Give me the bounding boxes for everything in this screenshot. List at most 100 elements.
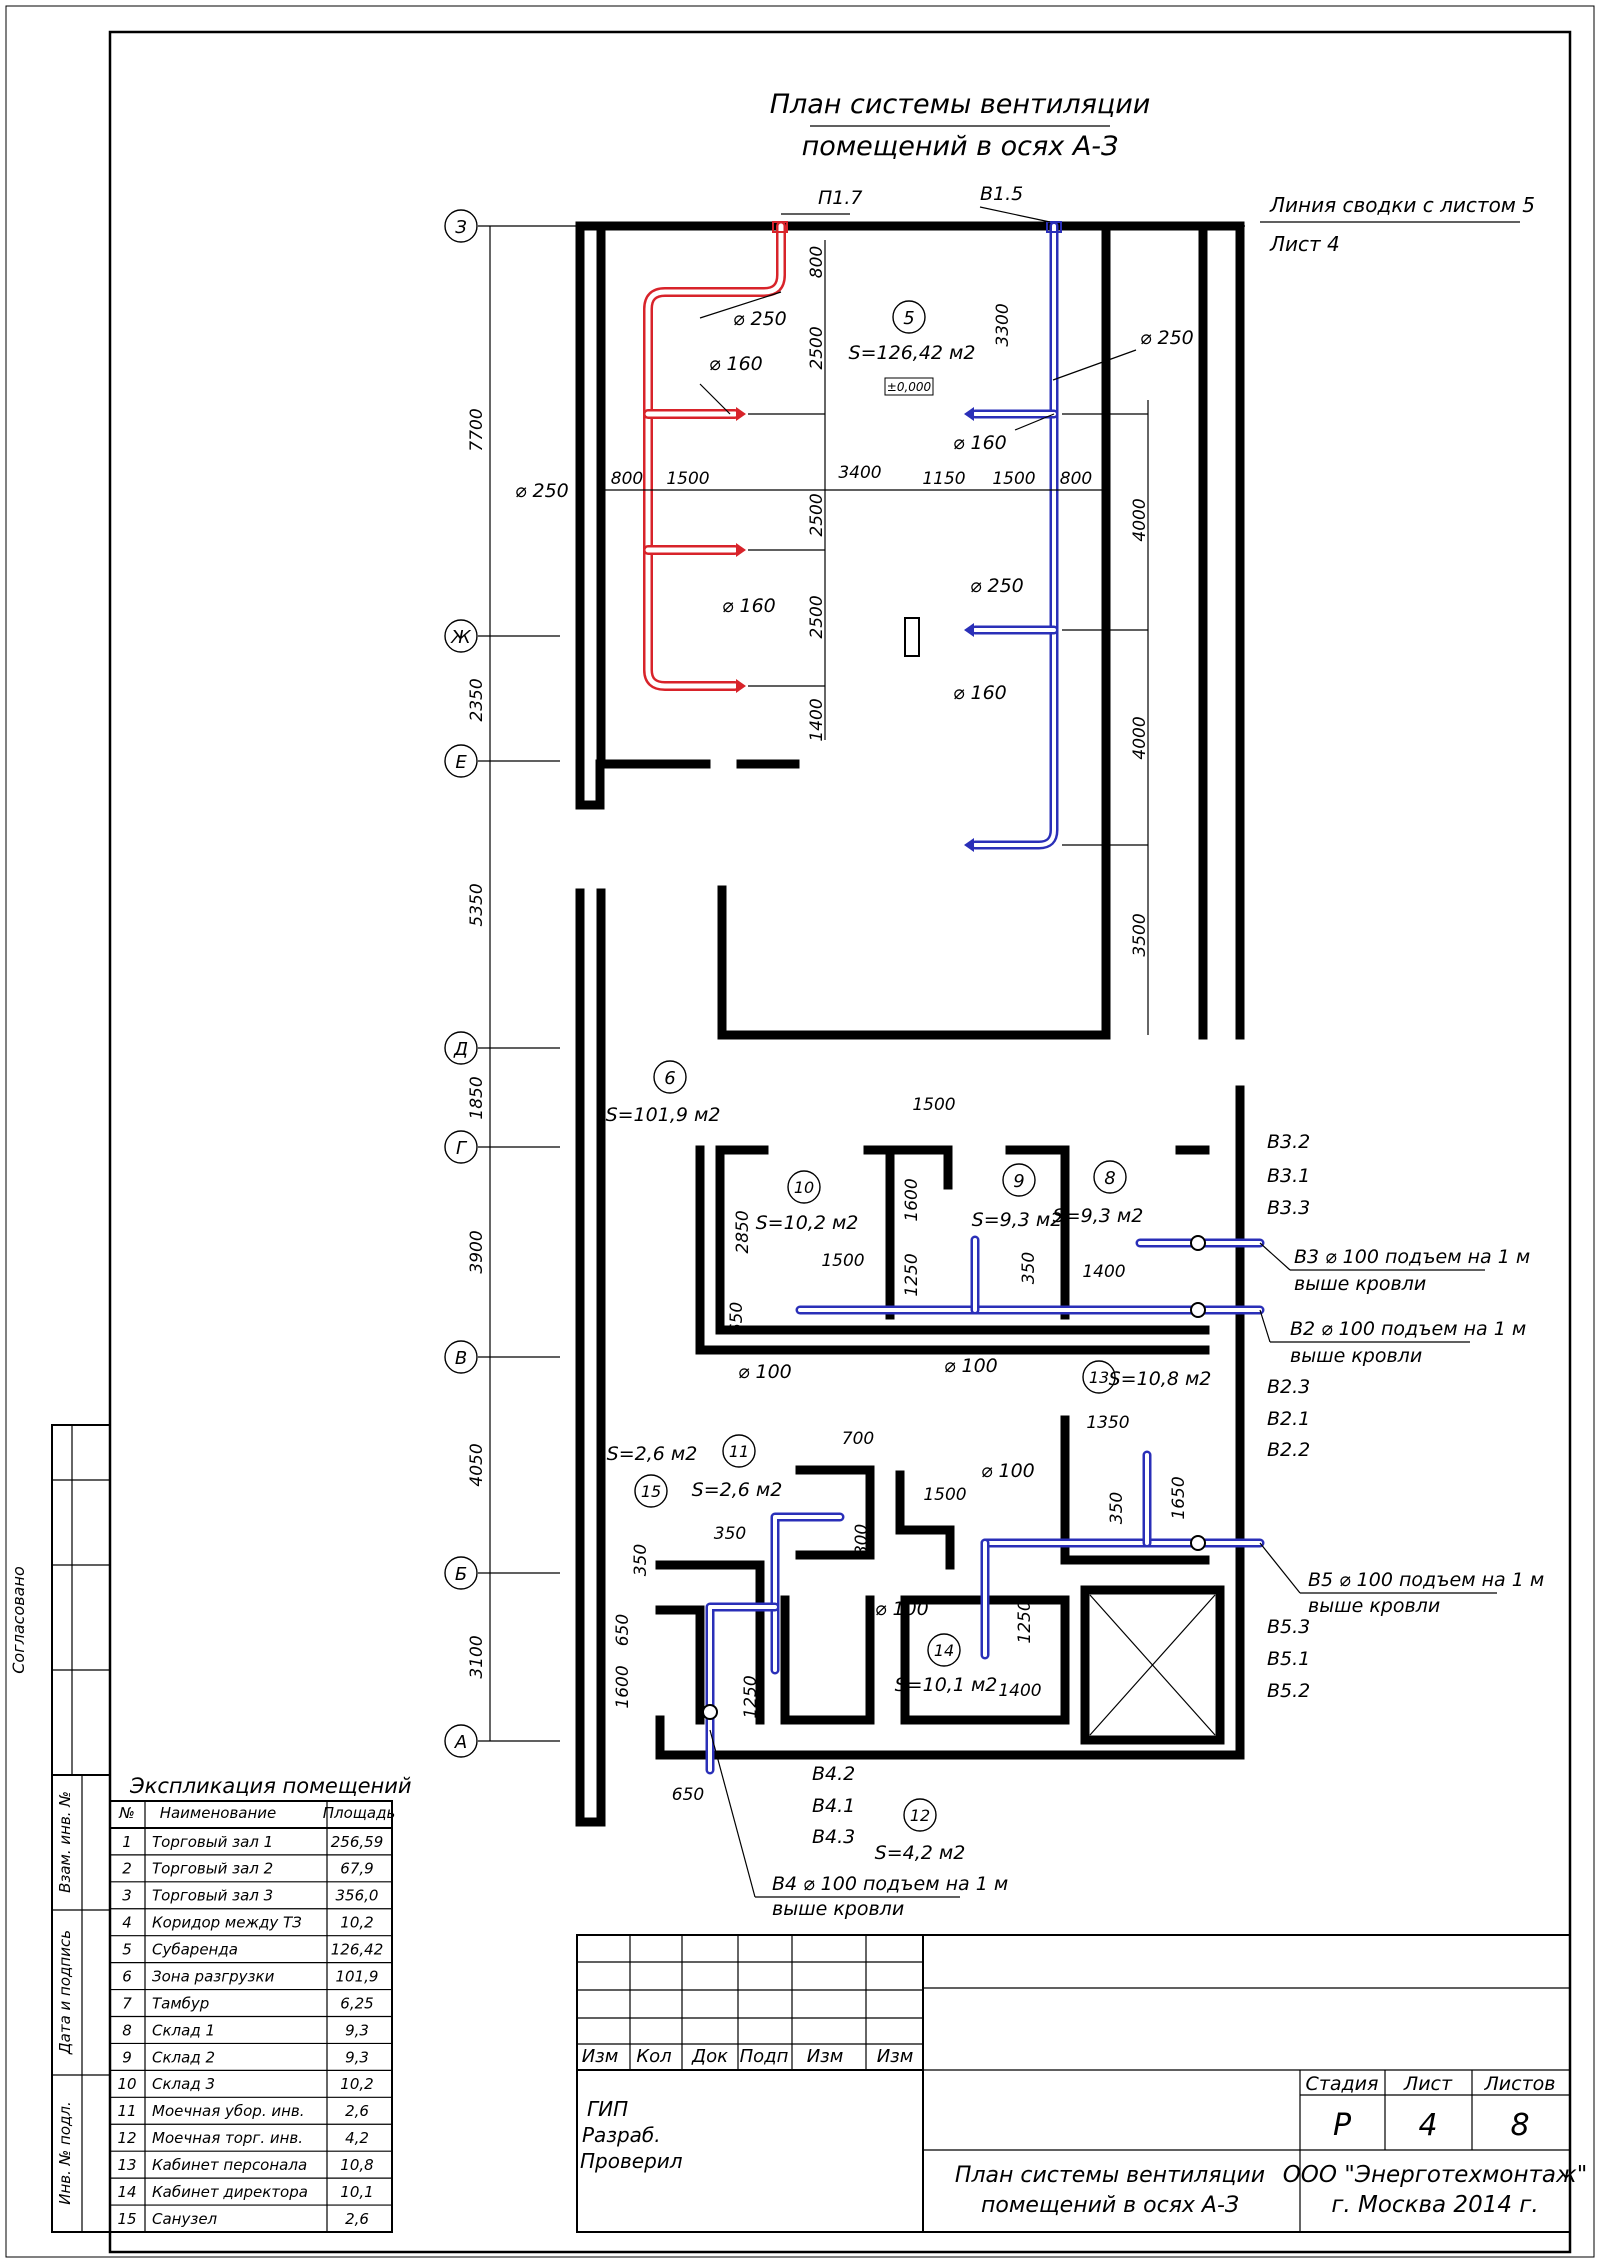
room-9-number: 9 — [1013, 1171, 1024, 1192]
axis-dim-1850: 1850 — [467, 1076, 487, 1119]
dim-350-c: 350 — [714, 1524, 746, 1544]
tag-v31: В3.1 — [1267, 1165, 1310, 1187]
axis-g-label: Г — [456, 1138, 468, 1159]
explication-cell-name: Тамбур — [152, 1994, 209, 2012]
dim-2850-v: 2850 — [733, 1210, 753, 1253]
dia-160-b: ⌀ 160 — [722, 595, 776, 617]
tb-name-line1: План системы вентиляции — [955, 2163, 1265, 2188]
dia-100-a: ⌀ 100 — [738, 1361, 792, 1383]
sheet-border — [108, 30, 1572, 2254]
axis-dim-3900: 3900 — [467, 1230, 487, 1273]
tb-sheets: 8 — [1510, 2108, 1529, 2143]
explication-cell-name: Санузел — [152, 2210, 218, 2228]
explication-cell-name: Торговый зал 2 — [152, 1860, 273, 1878]
dim-650-v: 650 — [727, 1302, 747, 1334]
plan-title-line1: План системы вентиляции — [770, 89, 1151, 120]
explication-title: Экспликация помещений — [129, 1774, 412, 1798]
stamp-inv: Инв. № подл. — [56, 2101, 74, 2204]
explication-cell-num: 15 — [117, 2210, 136, 2228]
room-6-number: 6 — [664, 1068, 675, 1089]
stamp-vzam: Взам. инв. № — [56, 1791, 74, 1893]
dim-2500-a: 2500 — [807, 326, 827, 369]
explication-cell-area: 4,2 — [345, 2129, 369, 2147]
outer-trim — [5, 5, 1595, 2258]
dim-3400-h: 3400 — [838, 463, 881, 483]
axis-dim-5350: 5350 — [467, 883, 487, 926]
dim-800-h2: 800 — [1060, 469, 1092, 489]
title-block: Изм Кол Док Подп Изм Изм ГИП Разраб. Про… — [576, 1934, 1587, 2233]
tb-name-line2: помещений в осях А-З — [981, 2193, 1239, 2218]
axis-dim-3100: 3100 — [467, 1635, 487, 1678]
dim-1250-v2: 1250 — [741, 1675, 761, 1718]
explication-cell-num: 6 — [122, 1967, 132, 1985]
explication-cell-area: 2,6 — [345, 2210, 369, 2228]
dim-1500-h1: 1500 — [666, 469, 709, 489]
axis-dim-4050: 4050 — [467, 1443, 487, 1486]
dim-1350-h: 1350 — [1086, 1413, 1129, 1433]
explication-cell-area: 10,8 — [340, 2156, 373, 2174]
explication-cell-name: Торговый зал 3 — [152, 1887, 273, 1905]
supply-duct-p17 — [643, 221, 788, 693]
dim-1650-v: 1650 — [1169, 1476, 1189, 1519]
dim-4000-a: 4000 — [1130, 498, 1150, 541]
explication-cell-num: 11 — [117, 2102, 136, 2120]
exhaust-duct-v15 — [964, 221, 1062, 852]
tag-v2-roof: выше кровли — [1290, 1345, 1422, 1367]
tag-v22: В2.2 — [1267, 1439, 1310, 1461]
tb-role-proveril: Проверил — [580, 2149, 683, 2173]
dim-650-v2: 650 — [613, 1614, 633, 1646]
room-15-number: 15 — [641, 1482, 661, 1501]
room-10-number: 10 — [794, 1178, 814, 1197]
tb-col-dok: Док — [691, 2046, 728, 2067]
dim-1500-h2: 1500 — [992, 469, 1035, 489]
axis-markers: З Ж Е Д Г В Б А — [444, 209, 478, 1758]
explication-cell-area: 67,9 — [340, 1860, 373, 1878]
dia-250-d: ⌀ 250 — [970, 575, 1024, 597]
explication-cell-area: 10,2 — [340, 2075, 373, 2093]
tb-sheets-h: Листов — [1484, 2073, 1556, 2095]
tb-col-podp: Подп — [740, 2046, 789, 2067]
explication-table: Экспликация помещений № Наименование Пло… — [109, 1774, 412, 2233]
dim-700-h: 700 — [842, 1429, 874, 1449]
room-11-area-b: S=2,6 м2 — [692, 1479, 783, 1501]
room-10-area: S=10,2 м2 — [756, 1212, 859, 1234]
tag-v52: В5.2 — [1267, 1680, 1310, 1702]
title-block-grid — [576, 1935, 924, 2071]
dia-250-c: ⌀ 250 — [1140, 327, 1194, 349]
explication-cell-name: Коридор между ТЗ — [152, 1914, 302, 1932]
exhaust-ducts-lower — [702, 1235, 1265, 1775]
dim-1500-top: 1500 — [912, 1095, 955, 1115]
tag-v2: В2 ⌀ 100 подъем на 1 м — [1290, 1318, 1526, 1340]
room-9-area: S=9,3 м2 — [972, 1209, 1063, 1231]
room-13-area: S=10,8 м2 — [1109, 1368, 1212, 1390]
explication-cell-num: 7 — [122, 1994, 132, 2012]
dim-3300-v: 3300 — [993, 303, 1013, 346]
explication-h-area: Площадь — [323, 1804, 396, 1822]
explication-cell-num: 12 — [117, 2129, 136, 2147]
explication-h-name: Наименование — [160, 1804, 277, 1822]
axis-dim-2350: 2350 — [467, 678, 487, 721]
explication-cell-area: 9,3 — [345, 2021, 369, 2039]
dim-1500-low: 1500 — [923, 1485, 966, 1505]
room-5-level: ±0,000 — [887, 380, 932, 394]
tag-v43: В4.3 — [812, 1826, 855, 1848]
tb-col-izm3: Изм — [877, 2046, 914, 2067]
room-12-area: S=4,2 м2 — [875, 1842, 966, 1864]
explication-cell-area: 256,59 — [331, 1833, 384, 1851]
dim-1600-v2: 1600 — [613, 1665, 633, 1708]
tb-col-izm2: Изм — [807, 2046, 844, 2067]
explication-cell-name: Склад 3 — [152, 2075, 215, 2093]
tag-v53: В5.3 — [1267, 1616, 1310, 1638]
dim-1250-v3: 1250 — [1015, 1600, 1035, 1643]
axis-grid — [478, 225, 1245, 1742]
tb-sheet-h: Лист — [1403, 2073, 1453, 2095]
explication-cell-num: 13 — [117, 2156, 136, 2174]
tag-v5-roof: выше кровли — [1308, 1595, 1440, 1617]
tb-col-izm1: Изм — [582, 2046, 619, 2067]
explication-cell-name: Моечная торг. инв. — [152, 2129, 303, 2147]
stamp-soglasovano: Согласовано — [9, 1566, 28, 1674]
explication-cell-num: 5 — [122, 1941, 132, 1959]
dia-160-a: ⌀ 160 — [709, 353, 763, 375]
room-13-number: 13 — [1089, 1368, 1109, 1387]
explication-cell-num: 4 — [122, 1914, 132, 1932]
